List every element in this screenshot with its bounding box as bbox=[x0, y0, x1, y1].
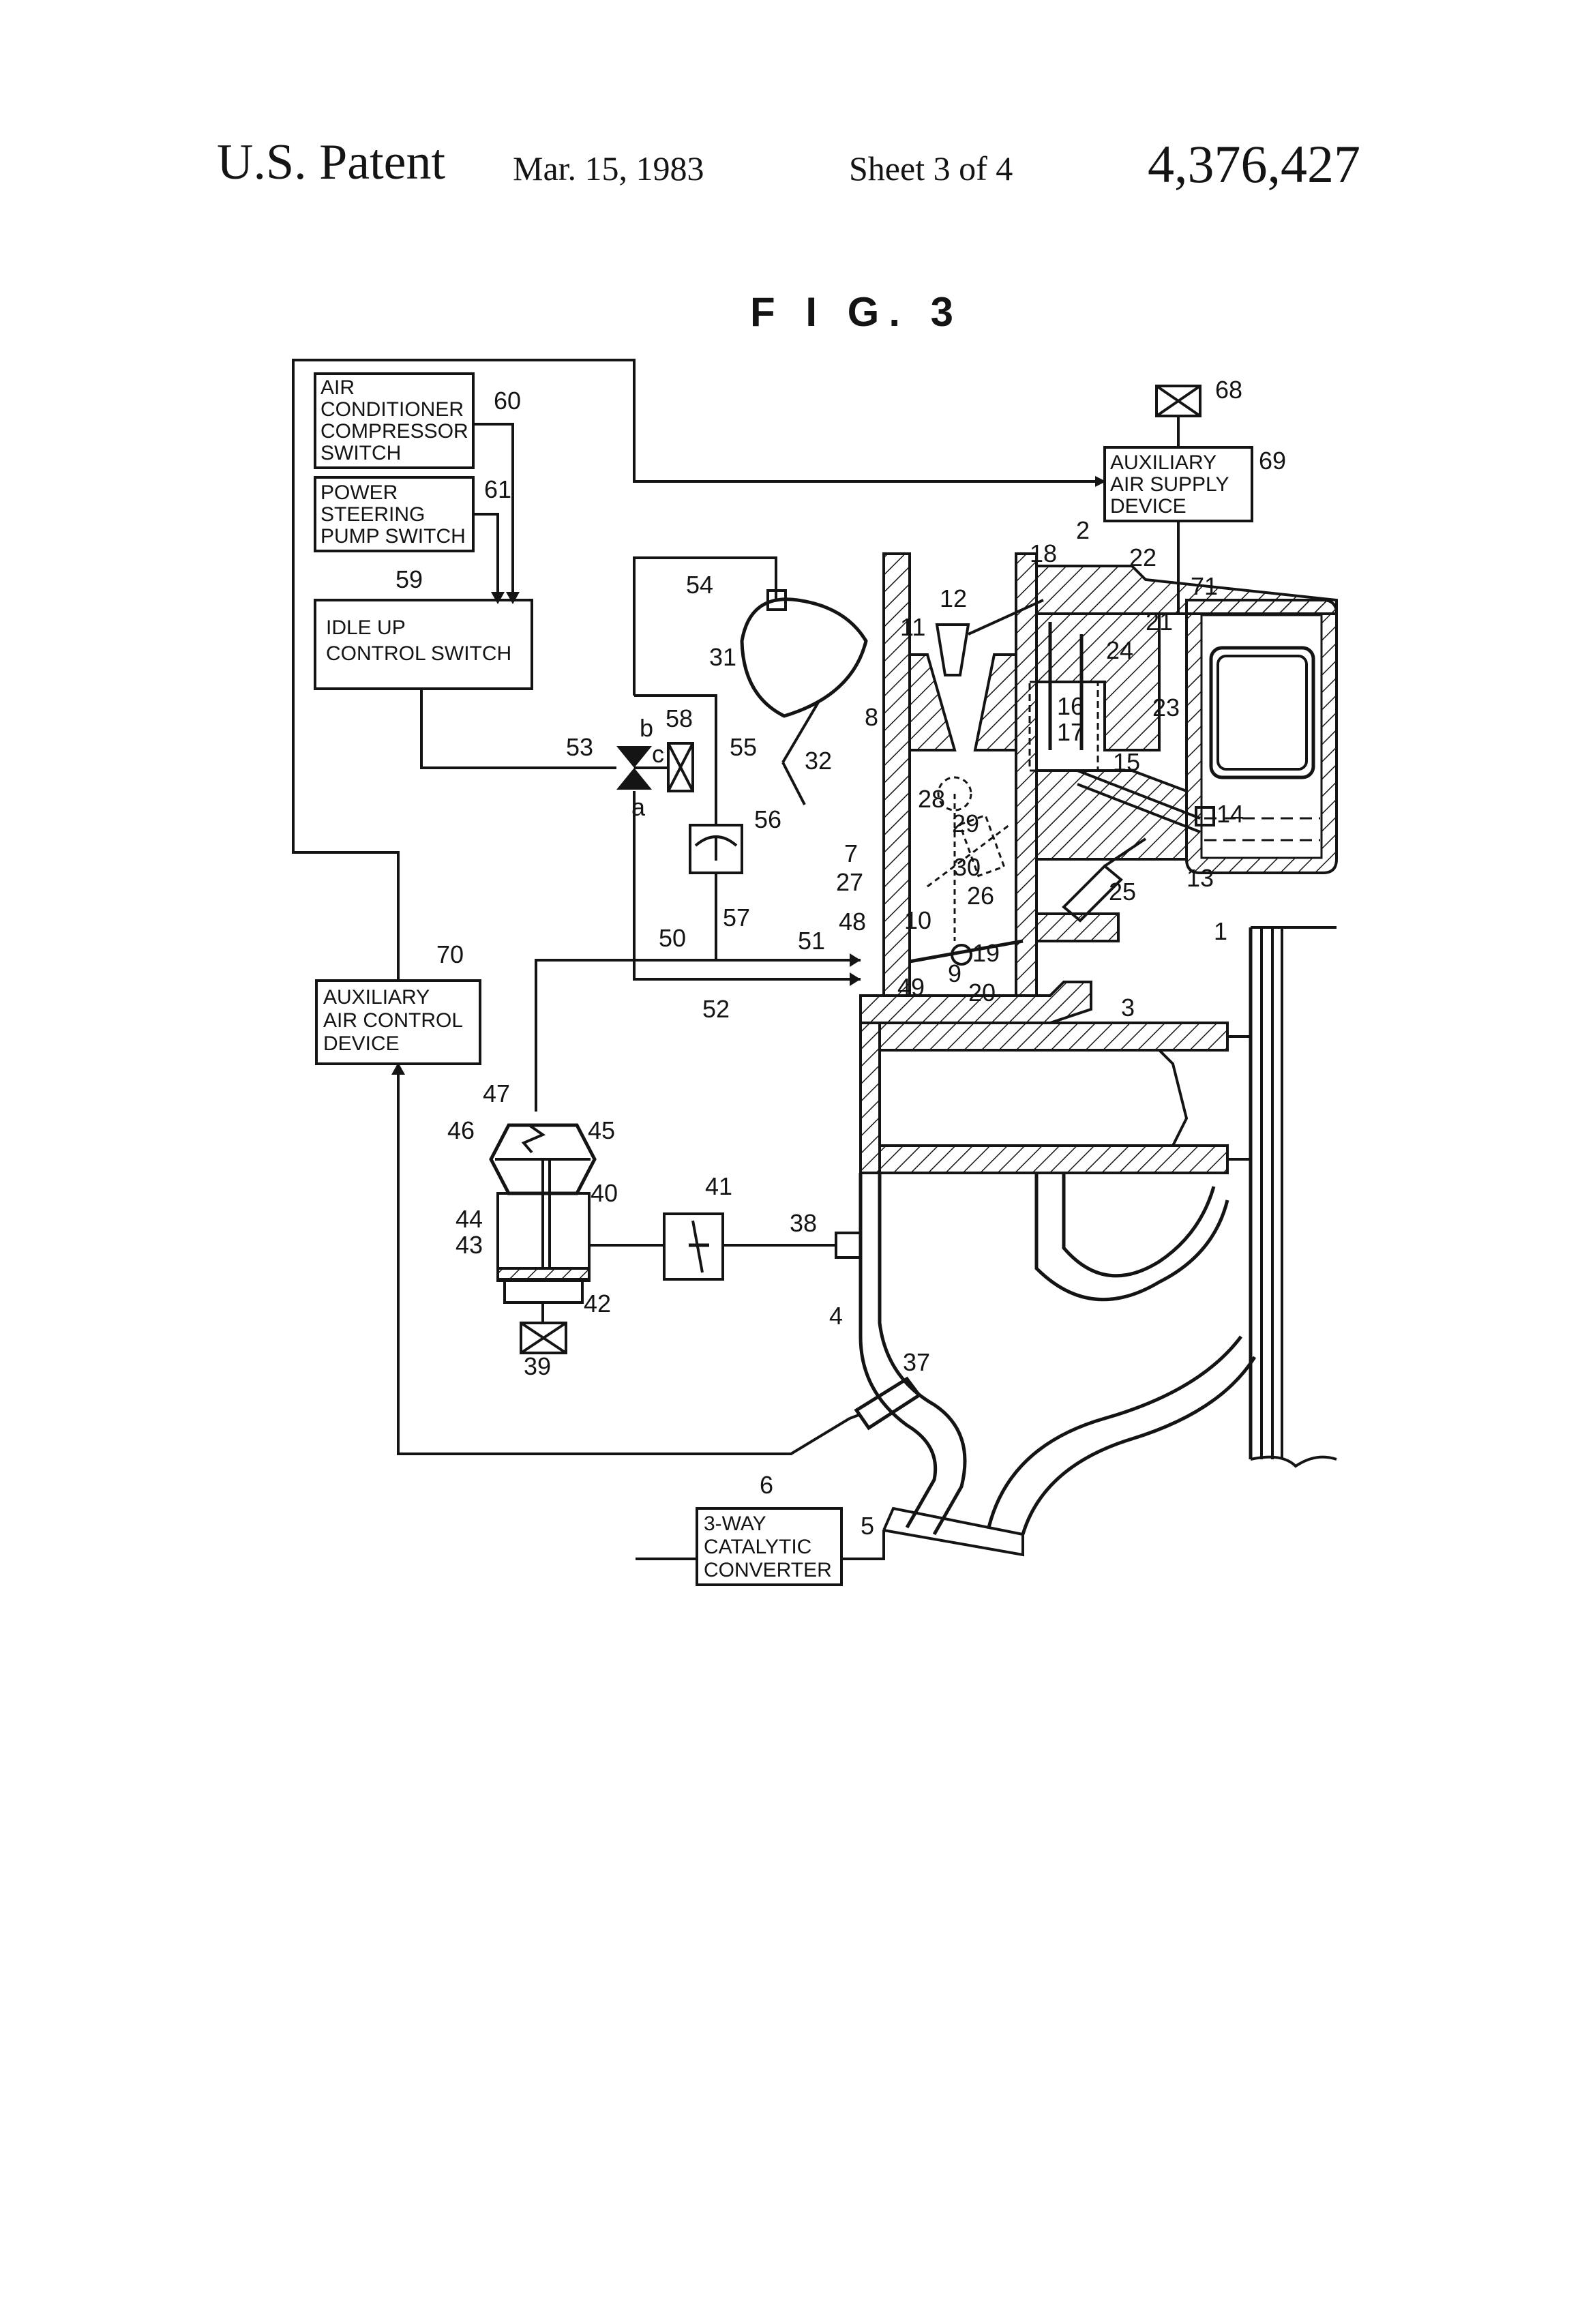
vacuum-actuator-31 bbox=[742, 591, 866, 805]
valve-port-a: a bbox=[631, 793, 646, 821]
box-text: CATALYTIC bbox=[704, 1536, 811, 1558]
ref-13: 13 bbox=[1186, 864, 1214, 892]
control-valve-40 bbox=[491, 1125, 595, 1353]
box-text: SWITCH bbox=[320, 442, 401, 464]
check-valve-56 bbox=[690, 825, 742, 873]
intake-manifold-3 bbox=[861, 1023, 1227, 1173]
ref-14: 14 bbox=[1217, 800, 1244, 828]
ref-29: 29 bbox=[952, 809, 979, 837]
ref-44: 44 bbox=[456, 1205, 483, 1233]
box-text: COMPRESSOR bbox=[320, 420, 468, 443]
ref-30: 30 bbox=[953, 853, 981, 881]
power-steering-pump-switch-box: POWER STEERING PUMP SWITCH bbox=[315, 477, 473, 551]
box-text: CONDITIONER bbox=[320, 398, 464, 421]
ref-26: 26 bbox=[967, 882, 994, 910]
ref-7: 7 bbox=[844, 839, 858, 867]
egr-port-38 bbox=[836, 1233, 861, 1257]
ref-38: 38 bbox=[790, 1209, 817, 1237]
ref-52: 52 bbox=[702, 995, 730, 1023]
ref-42: 42 bbox=[584, 1290, 611, 1317]
ref-12: 12 bbox=[940, 584, 967, 612]
engine-block-1 bbox=[1227, 927, 1337, 1466]
auxiliary-air-control-device-box: AUXILIARY AIR CONTROL DEVICE bbox=[316, 981, 480, 1064]
ref-23: 23 bbox=[1152, 694, 1180, 721]
ref-15: 15 bbox=[1113, 748, 1140, 776]
reference-numerals: 60 61 59 54 31 12 11 8 53 58 55 32 28 29… bbox=[395, 376, 1286, 1540]
ref-58: 58 bbox=[666, 704, 693, 732]
ref-6: 6 bbox=[760, 1471, 773, 1499]
ref-2: 2 bbox=[1076, 516, 1090, 544]
orifice-valve-41 bbox=[664, 1214, 723, 1279]
ref-69: 69 bbox=[1259, 447, 1286, 475]
ref-46: 46 bbox=[447, 1116, 475, 1144]
ref-4: 4 bbox=[829, 1302, 843, 1330]
box-text: AIR CONTROL bbox=[323, 1009, 463, 1032]
ref-70: 70 bbox=[436, 940, 464, 968]
ref-18: 18 bbox=[1030, 539, 1057, 567]
ref-61: 61 bbox=[484, 475, 511, 503]
ref-57: 57 bbox=[723, 904, 750, 932]
box-text: 3-WAY bbox=[704, 1513, 766, 1535]
auxiliary-air-supply-device-box: AUXILIARY AIR SUPPLY DEVICE bbox=[1105, 447, 1252, 521]
ref-25: 25 bbox=[1109, 878, 1136, 906]
box-text: IDLE UP bbox=[326, 616, 406, 639]
idle-up-control-switch-box: IDLE UP CONTROL SWITCH bbox=[315, 600, 532, 689]
ref-20: 20 bbox=[968, 979, 996, 1007]
element-68 bbox=[1156, 386, 1200, 416]
box-text: CONVERTER bbox=[704, 1559, 832, 1581]
ref-22: 22 bbox=[1129, 543, 1156, 571]
ref-56: 56 bbox=[754, 805, 781, 833]
box-text: DEVICE bbox=[1110, 495, 1186, 518]
ref-31: 31 bbox=[709, 643, 736, 671]
ref-28: 28 bbox=[918, 785, 945, 813]
ref-54: 54 bbox=[686, 571, 713, 599]
valve-port-c: c bbox=[652, 740, 664, 768]
valve-port-b: b bbox=[640, 714, 653, 742]
ref-53: 53 bbox=[566, 733, 593, 761]
ref-10: 10 bbox=[904, 906, 931, 934]
box-text: PUMP SWITCH bbox=[320, 525, 466, 548]
ref-39: 39 bbox=[524, 1352, 551, 1380]
ref-19: 19 bbox=[972, 939, 1000, 967]
ref-5: 5 bbox=[861, 1512, 874, 1540]
ref-51: 51 bbox=[798, 927, 825, 955]
ref-8: 8 bbox=[865, 703, 878, 731]
ref-59: 59 bbox=[395, 565, 423, 593]
ref-60: 60 bbox=[494, 387, 521, 415]
figure-label: F I G. 3 bbox=[750, 289, 963, 335]
box-text: STEERING bbox=[320, 503, 425, 526]
ref-3: 3 bbox=[1121, 994, 1135, 1022]
ref-43: 43 bbox=[456, 1231, 483, 1259]
box-text: POWER bbox=[320, 481, 398, 504]
ref-21: 21 bbox=[1146, 608, 1173, 636]
box-text: CONTROL SWITCH bbox=[326, 642, 511, 665]
ref-55: 55 bbox=[730, 733, 757, 761]
box-text: AUXILIARY bbox=[1110, 451, 1217, 474]
ref-41: 41 bbox=[705, 1172, 732, 1200]
ref-16: 16 bbox=[1057, 692, 1084, 720]
ref-24: 24 bbox=[1106, 636, 1133, 664]
box-text: AIR SUPPLY bbox=[1110, 473, 1229, 496]
ref-49: 49 bbox=[897, 973, 925, 1001]
ref-9: 9 bbox=[948, 959, 961, 987]
ref-17: 17 bbox=[1057, 718, 1084, 746]
ref-27: 27 bbox=[836, 868, 863, 896]
ref-68: 68 bbox=[1215, 376, 1242, 404]
ref-40: 40 bbox=[591, 1179, 618, 1207]
ref-48: 48 bbox=[839, 908, 866, 936]
ref-32: 32 bbox=[805, 747, 832, 775]
ref-1: 1 bbox=[1214, 917, 1227, 945]
ref-45: 45 bbox=[588, 1116, 615, 1144]
box-text: AUXILIARY bbox=[323, 986, 430, 1009]
ref-50: 50 bbox=[659, 924, 686, 952]
ref-47: 47 bbox=[483, 1079, 510, 1107]
air-conditioner-compressor-switch-box: AIR CONDITIONER COMPRESSOR SWITCH bbox=[315, 374, 473, 468]
ref-71: 71 bbox=[1191, 572, 1218, 600]
ref-11: 11 bbox=[900, 613, 925, 641]
box-text: AIR bbox=[320, 376, 355, 399]
box-text: DEVICE bbox=[323, 1032, 400, 1055]
ref-37: 37 bbox=[903, 1348, 930, 1376]
three-way-catalytic-converter-box: 3-WAY CATALYTIC CONVERTER bbox=[697, 1508, 841, 1585]
